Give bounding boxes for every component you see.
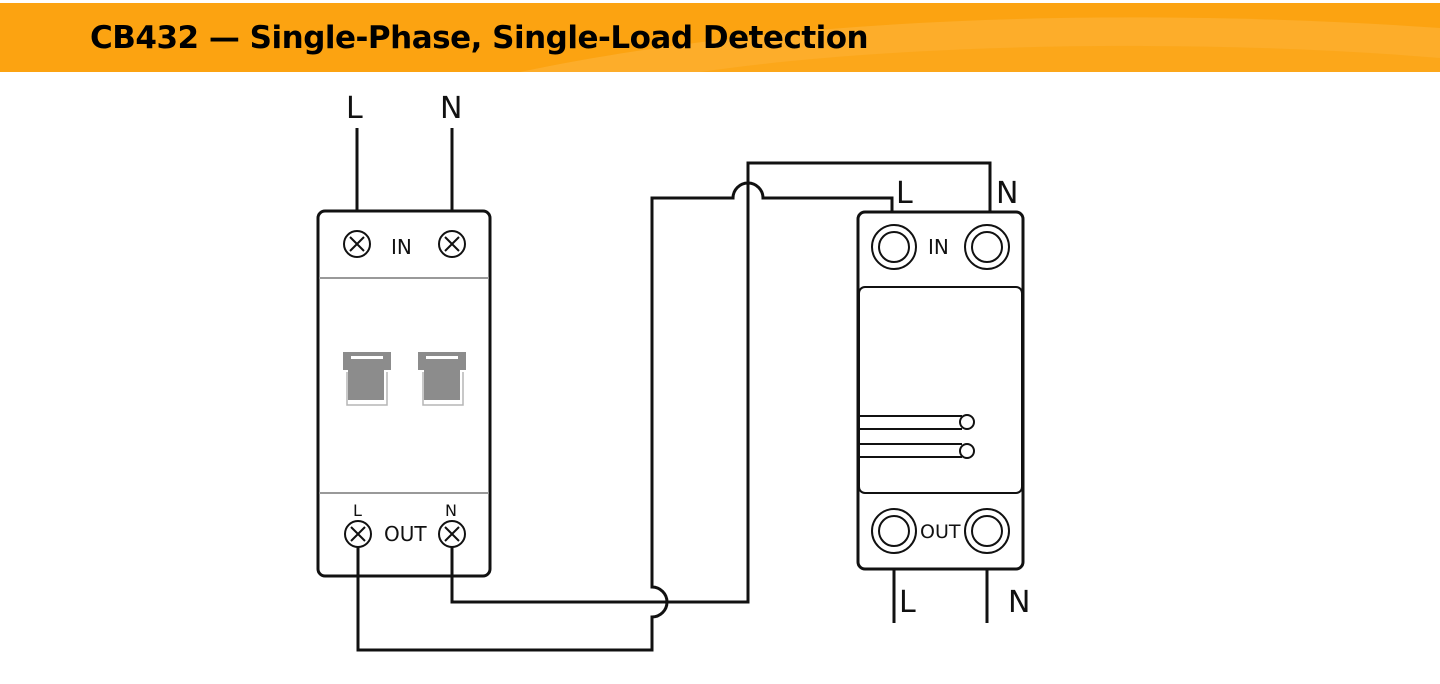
monitor-out-terminal-l bbox=[871, 508, 917, 554]
breaker-toggle-n[interactable] bbox=[418, 352, 466, 406]
monitor-in-terminal-n bbox=[964, 224, 1010, 270]
breaker-out-line-label: L bbox=[353, 501, 362, 520]
breaker-out-terminal-l bbox=[344, 520, 372, 548]
monitor-in-neutral-label: N bbox=[996, 176, 1018, 211]
supply-line-label: L bbox=[346, 91, 363, 126]
breaker-out-neutral-label: N bbox=[445, 501, 457, 520]
monitor-out-neutral-label: N bbox=[1008, 585, 1030, 620]
monitor-in-terminal-l bbox=[871, 224, 917, 270]
breaker-body bbox=[316, 209, 492, 578]
supply-neutral-label: N bbox=[440, 91, 462, 126]
interconnect-wires bbox=[356, 161, 992, 652]
screw-x-icon bbox=[349, 236, 365, 252]
screw-x-icon bbox=[444, 526, 460, 542]
breaker-out-label: OUT bbox=[384, 522, 427, 546]
breaker-in-terminal-l bbox=[343, 230, 371, 258]
load-monitor: L N IN OUT bbox=[856, 176, 1030, 623]
circuit-breaker: IN L N OUT bbox=[316, 209, 492, 578]
screw-x-icon bbox=[350, 526, 366, 542]
load-wires bbox=[892, 569, 989, 623]
breaker-out-terminal-n bbox=[438, 520, 466, 548]
header-banner: CB432 — Single-Phase, Single-Load Detect… bbox=[0, 3, 1440, 72]
banner-decoration bbox=[520, 17, 1440, 72]
breaker-toggle-l[interactable] bbox=[343, 352, 391, 406]
breaker-in-terminal-n bbox=[438, 230, 466, 258]
monitor-in-line-label: L bbox=[896, 176, 913, 211]
monitor-out-terminal-n bbox=[964, 508, 1010, 554]
monitor-out-label: OUT bbox=[920, 521, 961, 543]
breaker-in-label: IN bbox=[391, 235, 412, 259]
monitor-window bbox=[858, 286, 1023, 494]
screw-x-icon bbox=[444, 236, 460, 252]
page-title: CB432 — Single-Phase, Single-Load Detect… bbox=[90, 20, 869, 56]
line-wire-to-monitor bbox=[356, 181, 894, 652]
sensor-leads bbox=[859, 414, 975, 459]
neutral-wire-to-monitor bbox=[450, 161, 992, 604]
monitor-in-label: IN bbox=[928, 235, 949, 259]
monitor-out-line-label: L bbox=[899, 585, 916, 620]
